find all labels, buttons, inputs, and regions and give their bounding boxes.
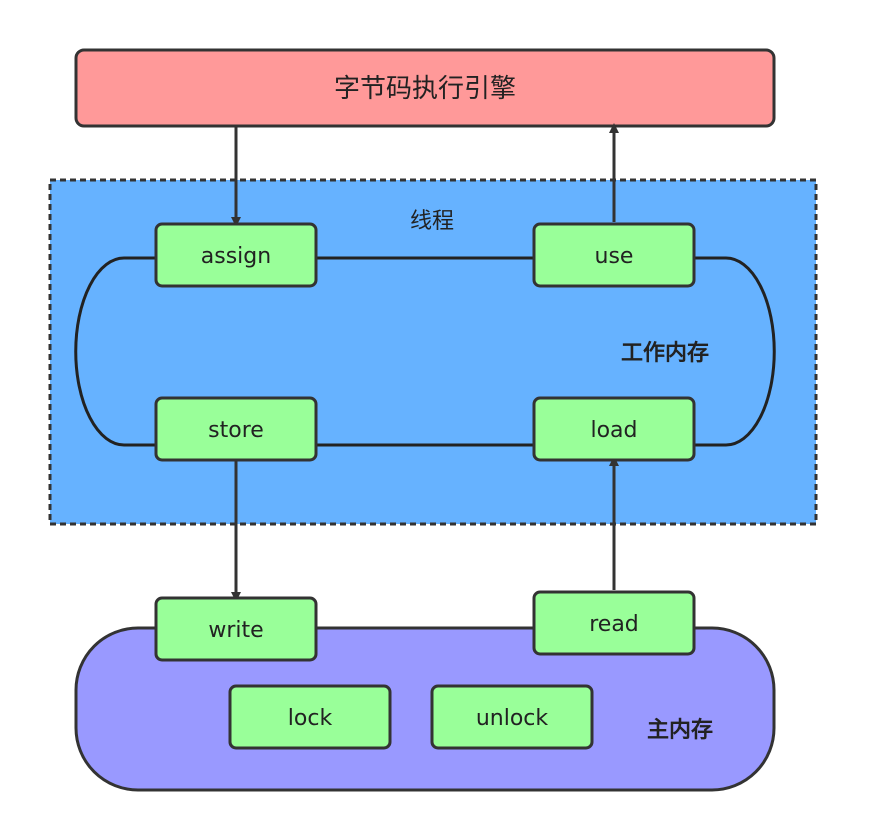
unlock-box: unlock [430, 684, 594, 750]
write-box: write [154, 596, 318, 662]
arrows [231, 123, 619, 602]
read-box: read [532, 590, 696, 656]
unlock-label: unlock [476, 706, 549, 731]
read-label: read [589, 612, 639, 637]
working-memory-loop [74, 256, 776, 447]
main-memory-label: 主内存 [647, 717, 713, 743]
bytecode-engine-box: 字节码执行引擎 [74, 48, 776, 128]
lock-box: lock [228, 684, 392, 750]
assign-label: assign [201, 244, 271, 269]
assign-box: assign [154, 222, 318, 288]
load-box: load [532, 396, 696, 462]
store-box: store [154, 396, 318, 462]
thread-label: 线程 [410, 209, 454, 234]
write-label: write [208, 618, 263, 643]
load-label: load [590, 418, 637, 443]
use-box: use [532, 222, 696, 288]
use-label: use [595, 244, 634, 269]
lock-label: lock [288, 706, 333, 731]
bytecode-engine-label: 字节码执行引擎 [334, 74, 516, 104]
store-label: store [208, 418, 264, 443]
working-memory-label: 工作内存 [621, 340, 709, 366]
